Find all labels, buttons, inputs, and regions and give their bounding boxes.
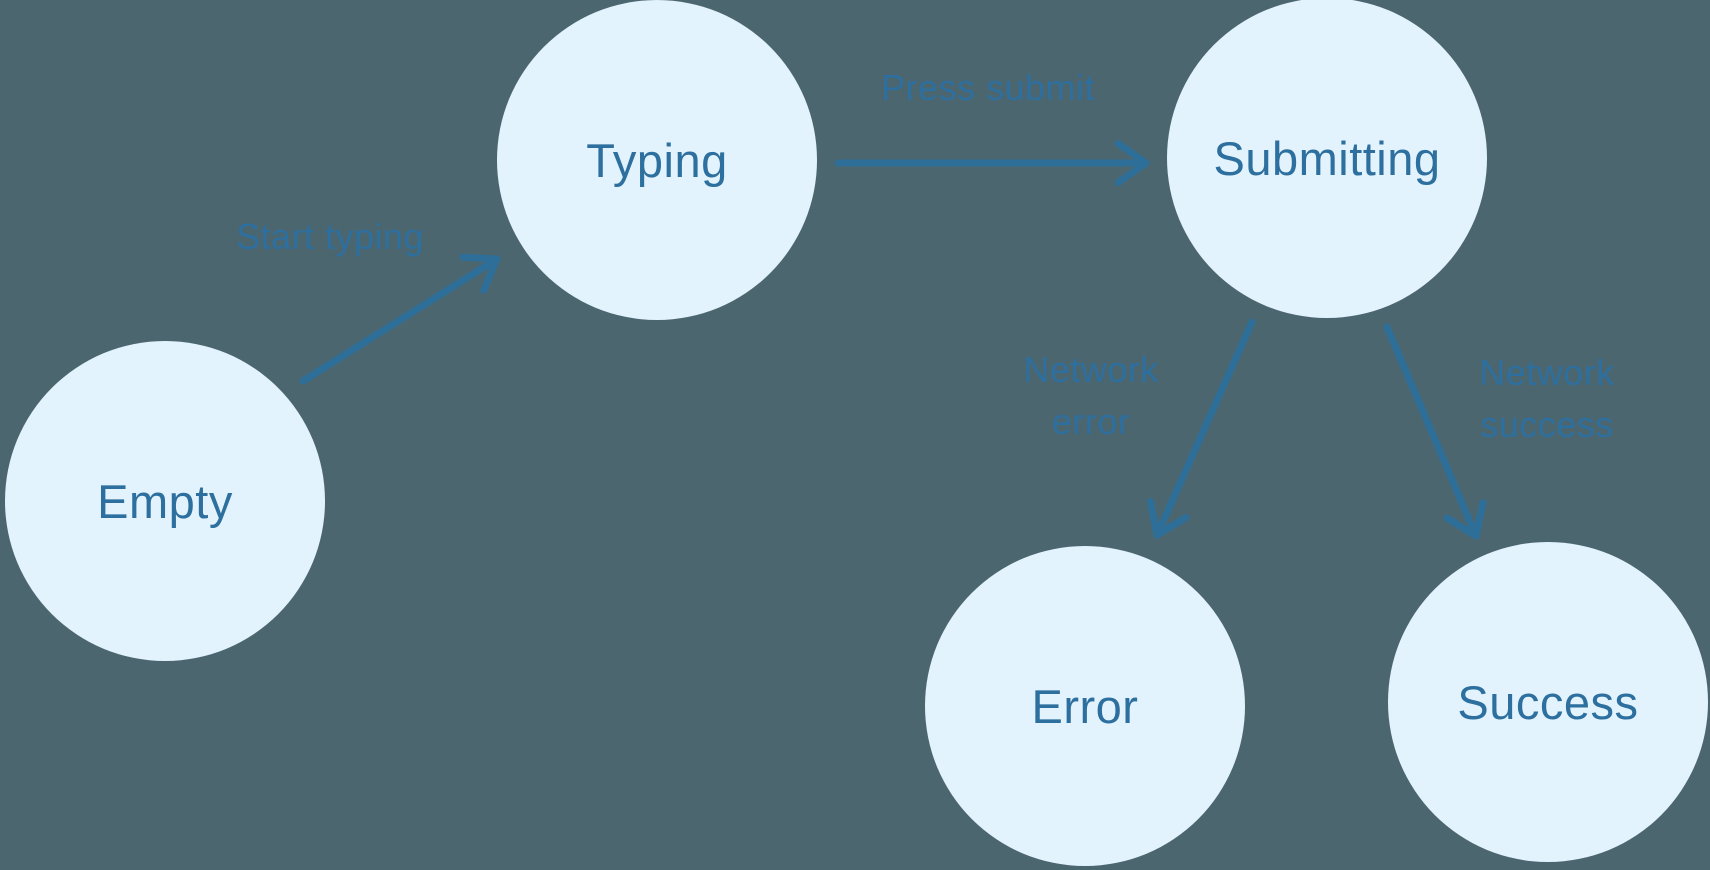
- edge-empty-typing-arrow: [299, 253, 501, 385]
- edge-submitting-error-arrow: [1147, 318, 1256, 539]
- node-label-error: Error: [1031, 679, 1139, 733]
- node-label-empty: Empty: [97, 474, 233, 528]
- edge-label-network-error: Network error: [1023, 349, 1159, 442]
- state-node-submitting: Submitting: [1167, 0, 1487, 318]
- edge-submitting-success-arrow: [1383, 323, 1487, 540]
- edge-label-start-typing: Start typing: [235, 216, 425, 257]
- arrowhead-icon: [1147, 498, 1190, 539]
- state-node-success: Success: [1388, 542, 1708, 862]
- arrowhead-icon: [1114, 140, 1150, 186]
- node-label-submitting: Submitting: [1213, 131, 1441, 185]
- state-node-empty: Empty: [5, 341, 325, 661]
- state-node-typing: Typing: [497, 0, 817, 320]
- edge-typing-submitting-arrow: [834, 140, 1150, 186]
- arrowhead-icon: [459, 253, 501, 294]
- node-label-success: Success: [1457, 675, 1639, 729]
- state-node-error: Error: [925, 546, 1245, 866]
- arrowhead-icon: [1443, 499, 1487, 540]
- edge-label-network-success: Network success: [1479, 352, 1615, 445]
- node-label-typing: Typing: [586, 133, 728, 187]
- edge-label-press-submit: Press submit: [880, 67, 1096, 108]
